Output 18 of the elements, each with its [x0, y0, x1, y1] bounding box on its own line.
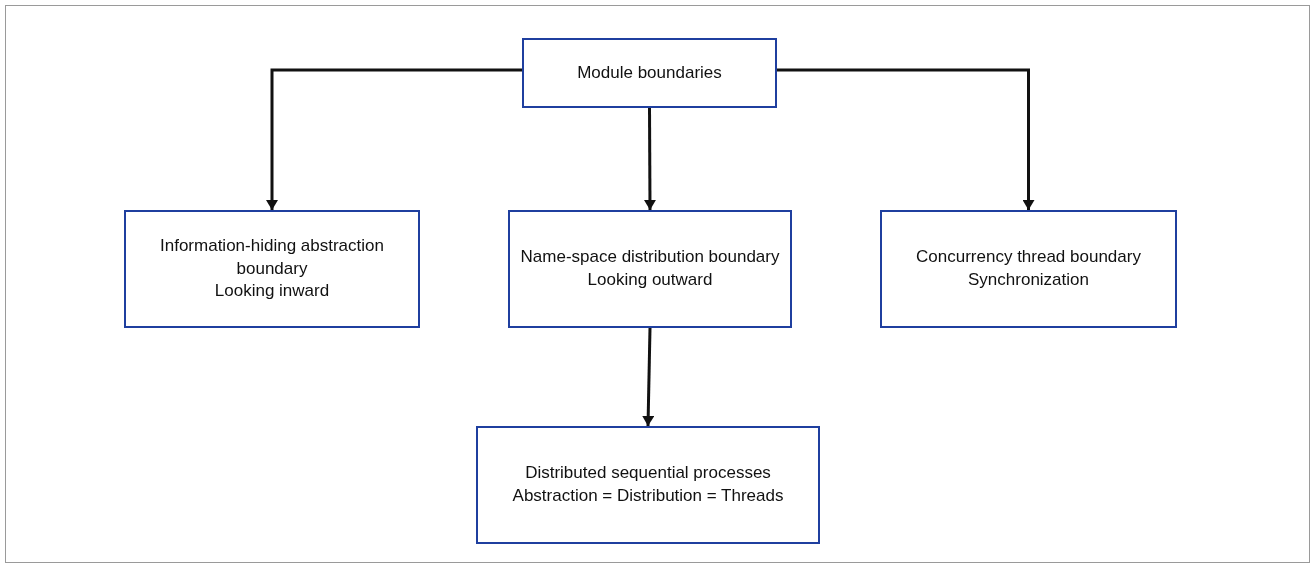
box-text: Abstraction = Distribution = Threads — [512, 485, 784, 507]
box-text: Name-space distribution boundary — [520, 246, 780, 269]
box-text: Module boundaries — [577, 61, 722, 84]
arrow — [777, 68, 1035, 210]
process-box — [476, 426, 820, 544]
process-box — [508, 210, 792, 328]
box-text: Looking inward — [214, 280, 330, 303]
arrow — [266, 68, 522, 210]
box-text: Concurrency thread boundary — [916, 246, 1141, 269]
process-box — [522, 38, 777, 108]
box-text: Distributed sequential processes — [525, 462, 771, 485]
arrow — [642, 327, 655, 427]
process-box — [880, 210, 1177, 328]
box-text: Information-hiding abstraction boundary — [159, 234, 385, 280]
box-text: Synchronization — [968, 269, 1089, 291]
arrow — [643, 108, 656, 210]
process-box — [124, 210, 420, 328]
box-text: Looking outward — [587, 269, 713, 291]
